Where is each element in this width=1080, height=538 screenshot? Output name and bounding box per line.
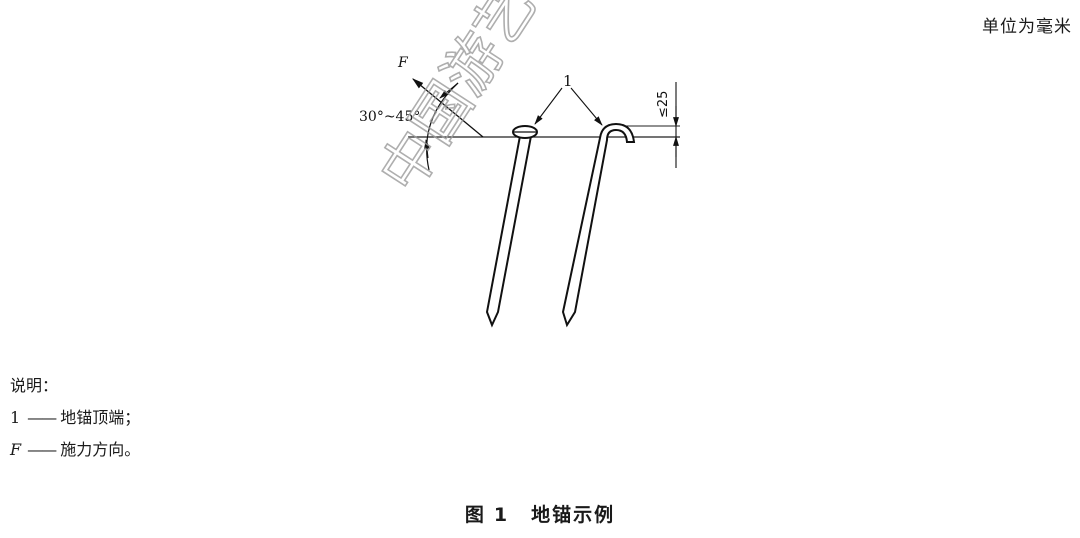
force-direction-line [412, 78, 484, 138]
callout-leader-right [570, 87, 603, 126]
angle-label: 30°~45° [359, 109, 420, 125]
legend-item: F —— 施力方向。 [10, 434, 140, 466]
angle-arc [426, 82, 459, 171]
angle-arrow-bottom [424, 139, 430, 159]
legend-dash: —— [27, 440, 57, 459]
caption-title: 地锚示例 [531, 504, 616, 526]
dimension-label: ≤25 [656, 91, 671, 118]
caption-prefix: 图 [464, 504, 486, 526]
legend-dash: —— [27, 408, 57, 427]
unit-note: 单位为毫米 [982, 17, 1072, 37]
legend-item: 1 —— 地锚顶端； [10, 402, 140, 434]
callout-leader-left [534, 87, 563, 125]
hook-anchor [561, 122, 636, 328]
caption-number: 1 [493, 504, 510, 526]
legend-text: 施力方向。 [60, 440, 141, 459]
callout-label: 1 [563, 72, 573, 90]
legend-text: 地锚顶端； [60, 408, 141, 427]
legend-title: 说明： [10, 376, 59, 395]
legend-symbol: F [10, 440, 22, 459]
legend: 说明： 1 —— 地锚顶端； F —— 施力方向。 [10, 370, 140, 466]
nail-anchor [485, 125, 538, 328]
legend-symbol: 1 [10, 408, 21, 427]
angle-arrow-top [439, 82, 459, 99]
force-label: F [397, 55, 409, 71]
